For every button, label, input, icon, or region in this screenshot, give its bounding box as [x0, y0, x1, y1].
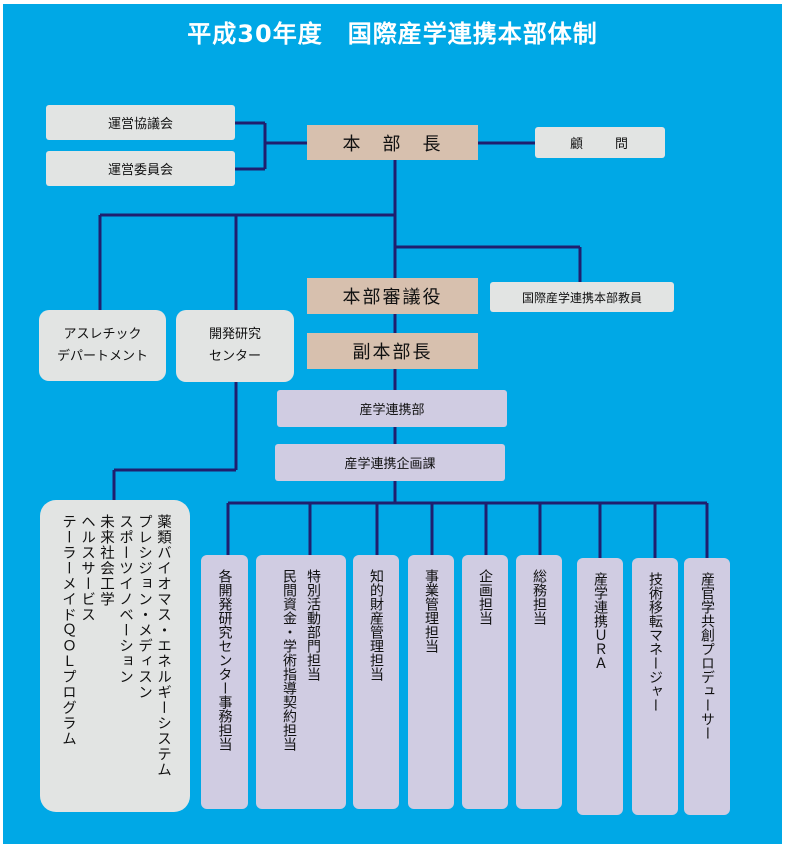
- intl-faculty-box: 国際産学連携本部教員: [490, 282, 674, 312]
- council-box: 運営協議会: [46, 105, 235, 140]
- unit-label: 技術移転マネージャー: [647, 572, 663, 712]
- dept-box: 産学連携部: [277, 390, 507, 427]
- advisor-box: 顧 問: [535, 127, 665, 158]
- unit-planning: 企画担当: [462, 555, 508, 809]
- council-member-box: 本部審議役: [307, 278, 478, 314]
- head-box: 本 部 長: [307, 125, 478, 160]
- planning-box: 産学連携企画課: [275, 444, 505, 481]
- committee-box: 運営委員会: [46, 151, 235, 186]
- page-title: 平成30年度 国際産学連携本部体制: [187, 20, 598, 48]
- unit-label: 産学連携ＵＲＡ: [592, 572, 608, 670]
- program-item: プレシジョン・メディスン: [136, 514, 152, 700]
- unit-ip: 知的財産管理担当: [353, 555, 399, 809]
- unit-general-affairs: 総務担当: [516, 555, 562, 809]
- unit-label: 企画担当: [477, 569, 493, 625]
- unit-producer: 産官学共創プロデューサー: [684, 558, 730, 815]
- unit-label: 民間資金・学術指導契約担当: [281, 569, 297, 751]
- unit-center-admin: 各開発研究センター事務担当: [201, 555, 248, 809]
- unit-business: 事業管理担当: [408, 555, 454, 809]
- unit-ura: 産学連携ＵＲＡ: [577, 558, 623, 815]
- unit-special-activities: 特別活動部門担当 民間資金・学術指導契約担当: [256, 555, 346, 809]
- programs-box: 薬類バイオマス・エネルギーシステム プレシジョン・メディスン スポーツイノベーシ…: [40, 500, 190, 812]
- program-item: テーラーメイドＱＯＬプログラム: [60, 514, 76, 747]
- unit-tech-transfer: 技術移転マネージャー: [632, 558, 678, 815]
- unit-label: 特別活動部門担当: [305, 569, 321, 681]
- athletic-box: アスレチック デパートメント: [39, 310, 166, 381]
- unit-label: 各開発研究センター事務担当: [216, 569, 233, 751]
- unit-label: 事業管理担当: [423, 569, 439, 653]
- unit-label: 総務担当: [531, 569, 547, 625]
- program-item: ヘルスサービス: [79, 514, 95, 623]
- deputy-box: 副本部長: [307, 333, 478, 369]
- program-item: スポーツイノベーション: [117, 514, 133, 685]
- rnd-center-box: 開発研究 センター: [176, 310, 294, 382]
- unit-label: 知的財産管理担当: [368, 569, 384, 681]
- program-item: 薬類バイオマス・エネルギーシステム: [155, 514, 171, 778]
- unit-label: 産官学共創プロデューサー: [699, 572, 715, 740]
- program-item: 未来社会工学: [98, 514, 114, 607]
